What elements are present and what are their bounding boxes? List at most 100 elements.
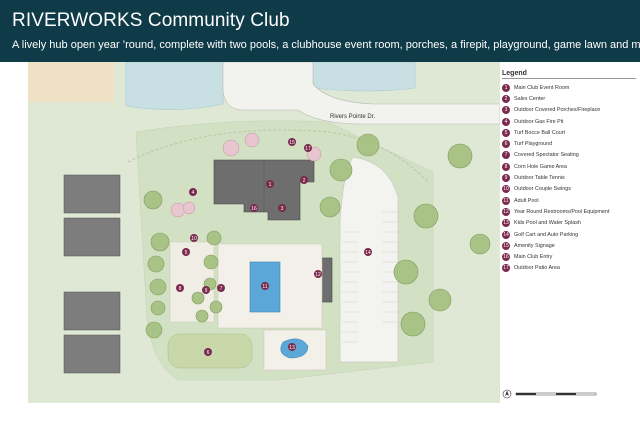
legend-label: Turf Playground — [514, 141, 553, 148]
legend-marker-icon: 13 — [502, 219, 510, 228]
marker-5: 5 — [182, 248, 190, 256]
legend-item: 10 Outdoor Couple Swings — [502, 184, 636, 195]
site-plan-map: Rivers Pointe Dr. — [28, 62, 500, 403]
neighbor-houses — [63, 174, 121, 374]
legend-item: 2 Sales Center — [502, 93, 636, 104]
legend-marker-icon: 14 — [502, 230, 510, 239]
legend-label: Corn Hole Game Area — [514, 163, 568, 170]
north-arrow-icon — [502, 389, 512, 399]
legend-marker-icon: 10 — [502, 185, 510, 194]
lot-parcel — [28, 62, 114, 102]
legend-marker-icon: 8 — [502, 162, 510, 171]
legend-marker-icon: 16 — [502, 253, 510, 262]
svg-text:6: 6 — [207, 350, 210, 356]
svg-text:17: 17 — [305, 146, 311, 152]
legend-item: 12 Year Round Restrooms/Pool Equipment — [502, 206, 636, 217]
legend-item: 17 Outdoor Patio Area — [502, 263, 636, 274]
road-label: Rivers Pointe Dr. — [330, 114, 375, 120]
header-banner: RIVERWORKS Community Club A lively hub o… — [0, 0, 640, 62]
svg-text:1: 1 — [269, 182, 272, 188]
legend-item: 3 Outdoor Covered Porches/Fireplace — [502, 105, 636, 116]
legend-label: Sales Center — [514, 95, 546, 102]
legend-marker-icon: 5 — [502, 128, 510, 137]
pond-right — [312, 62, 416, 92]
parking-lot — [339, 156, 399, 363]
marker-17: 17 — [304, 144, 312, 152]
legend-marker-icon: 17 — [502, 264, 510, 273]
svg-text:8: 8 — [179, 286, 182, 292]
trees — [143, 133, 491, 339]
legend-marker-icon: 6 — [502, 140, 510, 149]
svg-text:13: 13 — [289, 345, 295, 351]
marker-6: 6 — [204, 348, 212, 356]
svg-text:3: 3 — [281, 206, 284, 212]
marker-13: 13 — [288, 343, 296, 351]
site-markers: 1 2 3 4 5 6 7 8 9 10 11 12 13 14 15 16 1… — [176, 138, 372, 356]
legend-label: Golf Cart and Auto Parking — [514, 231, 579, 238]
legend: Legend 1 Main Club Event Room 2 Sales Cente… — [502, 70, 636, 274]
legend-item: 5 Turf Bocce Ball Court — [502, 127, 636, 138]
marker-3: 3 — [278, 204, 286, 212]
legend-item: 6 Turf Playground — [502, 138, 636, 149]
legend-item: 8 Corn Hole Game Area — [502, 161, 636, 172]
svg-text:9: 9 — [205, 288, 208, 294]
north-arrow-needle-icon — [505, 390, 509, 396]
road-rivers-pointe — [222, 62, 500, 125]
svg-text:2: 2 — [303, 178, 306, 184]
marker-11: 11 — [261, 282, 269, 290]
marker-15: 15 — [288, 138, 296, 146]
legend-label: Outdoor Covered Porches/Fireplace — [514, 107, 601, 114]
legend-label: Outdoor Couple Swings — [514, 186, 571, 193]
legend-label: Turf Bocce Ball Court — [514, 129, 566, 136]
legend-marker-icon: 12 — [502, 207, 510, 216]
legend-label: Outdoor Patio Area — [514, 265, 560, 272]
legend-label: Main Club Entry — [514, 254, 553, 261]
legend-item: 11 Adult Pool — [502, 195, 636, 206]
legend-label: Kids Pool and Water Splash — [514, 220, 581, 227]
marker-1: 1 — [266, 180, 274, 188]
marker-2: 2 — [300, 176, 308, 184]
legend-label: Covered Spectator Seating — [514, 152, 579, 159]
legend-marker-icon: 15 — [502, 241, 510, 250]
scale-bar — [502, 389, 597, 399]
legend-label: Year Round Restrooms/Pool Equipment — [514, 208, 610, 215]
legend-label: Outdoor Gas Fire Pit — [514, 118, 564, 125]
marker-9: 9 — [202, 286, 210, 294]
legend-marker-icon: 9 — [502, 174, 510, 183]
walking-path — [127, 129, 429, 183]
marker-8: 8 — [176, 284, 184, 292]
shade-umbrellas — [170, 132, 322, 218]
legend-marker-icon: 7 — [502, 151, 510, 160]
page-title: RIVERWORKS Community Club — [12, 10, 290, 31]
legend-label: Main Club Event Room — [514, 84, 570, 91]
svg-text:15: 15 — [289, 140, 295, 146]
legend-item: 14 Golf Cart and Auto Parking — [502, 229, 636, 240]
marker-14: 14 — [364, 248, 372, 256]
legend-marker-icon: 4 — [502, 117, 510, 126]
legend-item: 9 Outdoor Table Tennis — [502, 172, 636, 183]
svg-text:12: 12 — [315, 272, 321, 278]
svg-text:11: 11 — [262, 284, 267, 290]
marker-16: 16 — [250, 204, 258, 212]
legend-marker-icon: 3 — [502, 106, 510, 115]
legend-label: Adult Pool — [514, 197, 539, 204]
marker-4: 4 — [189, 188, 197, 196]
legend-marker-icon: 11 — [502, 196, 510, 205]
page-subtitle: A lively hub open year ’round, complete … — [12, 39, 640, 51]
legend-item: 13 Kids Pool and Water Splash — [502, 218, 636, 229]
marker-12: 12 — [314, 270, 322, 278]
legend-marker-icon: 1 — [502, 83, 510, 92]
legend-item: 1 Main Club Event Room — [502, 82, 636, 93]
legend-title: Legend — [502, 70, 636, 79]
parking-stalls — [342, 211, 398, 343]
legend-item: 16 Main Club Entry — [502, 251, 636, 262]
legend-marker-icon: 2 — [502, 94, 510, 103]
legend-label: Outdoor Table Tennis — [514, 175, 565, 182]
svg-text:7: 7 — [220, 286, 223, 292]
legend-item: 7 Covered Spectator Seating — [502, 150, 636, 161]
svg-text:16: 16 — [251, 206, 257, 212]
svg-text:10: 10 — [191, 236, 197, 242]
site-plan-svg: Rivers Pointe Dr. — [28, 62, 500, 403]
